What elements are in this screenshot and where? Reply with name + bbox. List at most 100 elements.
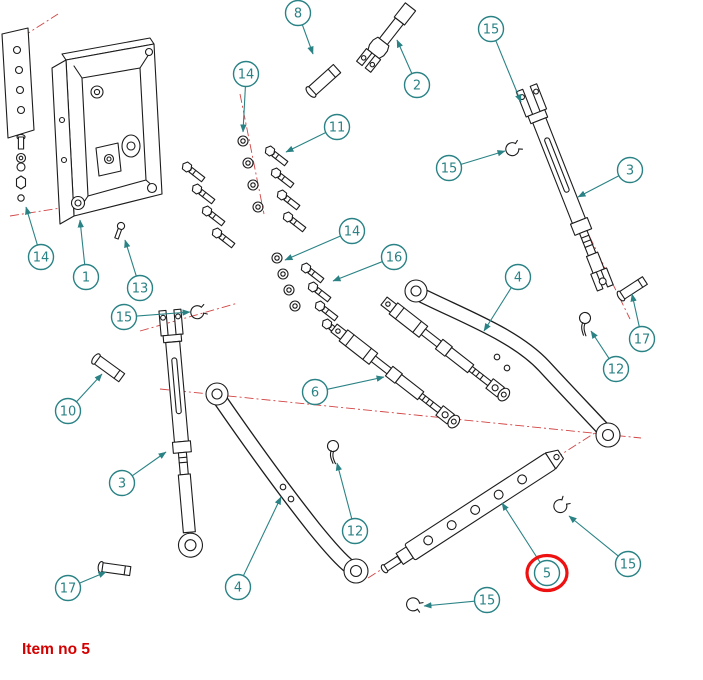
part-adjustable-link-upper (380, 296, 511, 402)
callout-balloon-12 (602, 355, 630, 383)
leader-line-item-3 (131, 451, 167, 477)
callout-balloon-4 (224, 573, 252, 601)
callout-label-8: 8 (294, 7, 302, 22)
part-lift-arm-right (404, 279, 621, 448)
part-small-bolt (16, 133, 26, 150)
callout-balloon-5 (533, 559, 561, 587)
callout-label-6: 6 (311, 386, 319, 401)
leader-line-item-3 (577, 175, 620, 198)
callout-balloon-3 (616, 156, 644, 184)
callout-label-3: 3 (118, 477, 126, 492)
part-frame-bracket (51, 37, 163, 225)
part-pin-8 (305, 63, 342, 98)
callout-label-4: 4 (234, 581, 242, 596)
leader-line-item-12 (335, 462, 353, 520)
callout-label-17: 17 (60, 582, 77, 597)
callout-label-16: 16 (386, 251, 403, 266)
callout-label-15: 15 (483, 23, 500, 38)
callout-label-12: 12 (347, 525, 364, 540)
part-lynch-pin-12-mid (324, 439, 340, 465)
callout-balloon-15 (435, 154, 463, 182)
callout-label-14: 14 (344, 225, 361, 240)
callout-balloon-8 (284, 0, 312, 27)
part-drawbar-5 (380, 449, 564, 574)
callout-label-15: 15 (116, 311, 133, 326)
leader-line-item-10 (76, 373, 103, 403)
callout-label-3: 3 (626, 164, 634, 179)
leader-line-item-2 (396, 39, 413, 74)
callout-label-11: 11 (329, 121, 346, 136)
leader-line-item-13 (124, 239, 137, 277)
callout-balloon-17 (54, 574, 82, 602)
callout-label-14: 14 (238, 68, 255, 83)
leader-line-item-12 (590, 330, 610, 359)
callout-balloon-14 (27, 243, 55, 271)
callout-label-4: 4 (514, 271, 522, 286)
leader-line-item-15 (460, 150, 506, 165)
part-adjustable-link-lower (330, 323, 461, 429)
callout-label-15: 15 (620, 558, 637, 573)
leader-line-item-16 (332, 261, 383, 282)
leader-line-item-8 (301, 24, 314, 55)
part-pin-10 (91, 353, 126, 383)
leader-line-item-15 (495, 40, 522, 103)
callout-balloon-15 (473, 586, 501, 614)
part-pin-17-right (616, 276, 648, 302)
callout-balloon-14 (232, 60, 260, 88)
part-lynch-pin-12-right (574, 310, 593, 337)
part-bolts-washers-upper (179, 135, 308, 250)
leader-line-item-15 (136, 309, 191, 317)
callout-balloon-1 (72, 263, 100, 291)
leader-line-item-17 (79, 571, 107, 584)
part-upper-shaft-assembly (305, 2, 417, 98)
callout-balloon-11 (323, 113, 351, 141)
leader-line-item-11 (285, 132, 327, 153)
callout-label-13: 13 (132, 282, 149, 297)
callout-balloon-14 (338, 217, 366, 245)
callout-label-15: 15 (441, 162, 458, 177)
callout-balloon-15 (110, 303, 138, 331)
leader-line-item-14 (240, 86, 247, 133)
callout-balloon-10 (54, 397, 82, 425)
part-clip-15-left (188, 303, 209, 321)
leader-line-item-14 (284, 235, 341, 261)
leader-line-item-17 (630, 293, 640, 327)
callout-balloon-4 (504, 263, 532, 291)
callout-balloon-15 (614, 550, 642, 578)
caption-item-no: Item no 5 (22, 641, 91, 658)
callout-balloon-13 (126, 274, 154, 302)
leader-line-item-14 (25, 206, 38, 246)
callout-label-10: 10 (60, 405, 77, 420)
part-clip-15-top-right (503, 138, 524, 159)
leader-line-item-1 (77, 219, 86, 265)
leader-line-item-4 (242, 496, 282, 576)
part-bolt-13 (114, 221, 126, 240)
callout-balloon-15 (477, 15, 505, 43)
callout-label-14: 14 (33, 251, 50, 266)
callout-balloon-3 (108, 469, 136, 497)
callout-label-12: 12 (608, 363, 625, 378)
leader-line-item-4 (483, 287, 512, 332)
callout-balloon-12 (341, 517, 369, 545)
leader-line-item-6 (327, 375, 385, 390)
leader-line-item-5 (501, 502, 541, 563)
leader-line-item-15 (568, 515, 619, 557)
part-top-link-left (158, 308, 204, 558)
callout-balloon-16 (380, 243, 408, 271)
part-left-plate (1, 27, 35, 202)
callout-label-5: 5 (543, 567, 551, 582)
leader-line-item-15 (423, 600, 475, 609)
callout-label-17: 17 (634, 333, 651, 348)
callout-label-1: 1 (82, 271, 90, 286)
callout-label-2: 2 (413, 79, 421, 94)
highlight-ring-item-5 (525, 553, 569, 593)
leader-lines (25, 24, 640, 609)
callout-balloon-6 (301, 378, 329, 406)
part-clip-15-bottom-right (550, 494, 573, 516)
callout-balloons: 8 14 2 15 11 15 3 14 16 4 14 1 13 15 17 12 10 6 3 12 5 15 15 17… (27, 0, 656, 614)
part-clip-15-bottom (403, 595, 425, 615)
callout-balloon-2 (403, 71, 431, 99)
callout-label-15: 15 (479, 594, 496, 609)
